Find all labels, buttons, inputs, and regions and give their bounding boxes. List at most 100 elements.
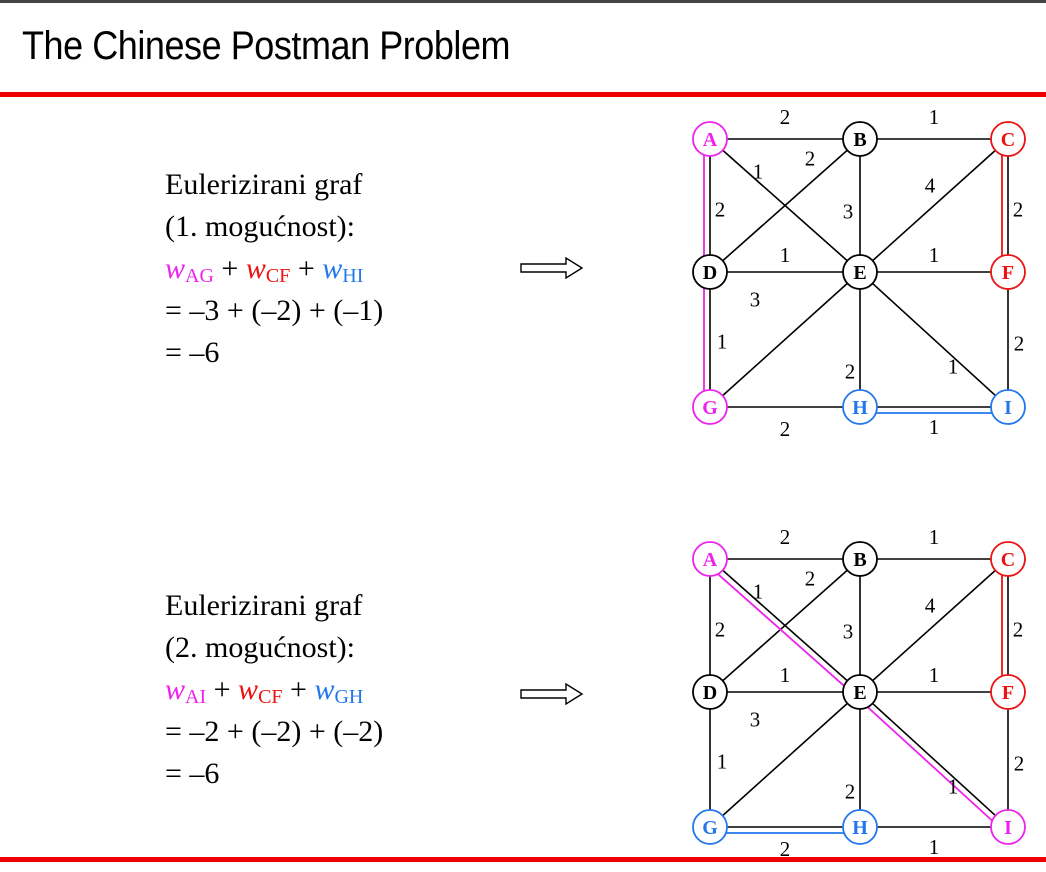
top-border [0,0,1046,3]
weight-sum: wAG + wCF + wHI [165,248,383,290]
edge-weight-label: 1 [717,750,728,774]
edge-weight-label: 1 [948,355,959,379]
edge-weight-label: 1 [753,580,764,604]
edge-weight-label: 1 [929,663,940,687]
weight-term: wHI [322,252,364,287]
sum-result: = –6 [165,336,220,369]
edge-BD [722,149,848,262]
plus-sign: + [221,252,239,285]
duplicate-edge-EI [865,705,995,823]
node-A [692,541,728,577]
edge-weight-label: 1 [929,105,940,129]
node-label: I [1004,397,1012,419]
edge-weight-label: 1 [717,330,728,354]
weight-term: wCF [245,252,291,287]
edge-weight-label: 1 [929,415,940,439]
title-underline [0,92,1046,97]
edge-weight-label: 4 [925,594,936,618]
edge-weight-label: 2 [1013,618,1024,642]
edge-weight-label: 2 [805,147,816,171]
edge-EG [722,702,848,817]
node-label: A [703,129,718,151]
plus-sign: + [297,252,315,285]
edge-weight-label: 2 [715,198,726,222]
node-H [842,389,878,425]
weight-sum: wAI + wCF + wGH [165,669,383,711]
eulerized-option-2-text: Eulerizirani graf (2. mogućnost): wAI + … [165,585,383,795]
node-D [692,674,728,710]
node-label: E [853,262,866,284]
edge-weight-label: 1 [948,775,959,799]
node-I [990,389,1026,425]
plus-sign: + [290,673,307,706]
edge-CE [872,569,996,682]
weight-term: wCF [238,673,283,708]
edge-weight-label: 2 [780,105,791,129]
edge-weight-label: 2 [845,360,856,384]
node-B [842,121,878,157]
page-title: The Chinese Postman Problem [22,24,511,68]
edge-EG [722,282,848,397]
node-label: D [703,682,717,704]
edge-BD [722,569,848,682]
node-label: G [702,817,718,839]
node-label: C [1001,129,1015,151]
edge-weight-label: 2 [805,567,816,591]
node-label: A [703,549,718,571]
edge-weight-label: 3 [843,200,854,224]
option-heading: Eulerizirani graf [165,589,363,622]
edge-EI [872,282,996,397]
node-label: H [852,397,868,419]
node-F [990,674,1026,710]
edge-weight-label: 1 [780,663,791,687]
weight-term: wGH [314,673,364,708]
node-C [990,121,1026,157]
edge-weight-label: 2 [845,780,856,804]
edge-weight-label: 3 [843,620,854,644]
footer-rule [0,857,1046,862]
edge-weight-label: 1 [780,243,791,267]
edge-weight-label: 2 [715,618,726,642]
right-arrow-icon [520,682,584,706]
node-label: E [853,682,866,704]
node-F [990,254,1026,290]
edge-weight-label: 1 [929,525,940,549]
node-D [692,254,728,290]
node-label: B [853,129,866,151]
duplicate-edge-AE [715,572,847,688]
edge-weight-label: 4 [925,174,936,198]
option-number: (1. mogućnost): [165,210,355,243]
node-G [692,389,728,425]
edge-weight-label: 2 [780,837,791,861]
edge-weight-label: 1 [753,160,764,184]
node-label: G [702,397,718,419]
option-heading: Eulerizirani graf [165,168,363,201]
sum-result: = –6 [165,757,220,790]
weight-term: wAG [165,252,214,287]
node-B [842,541,878,577]
eulerized-option-1-text: Eulerizirani graf (1. mogućnost): wAG + … [165,164,383,374]
edge-weight-label: 2 [1014,752,1025,776]
edge-EI [872,702,996,817]
edge-weight-label: 1 [929,835,940,859]
edge-weight-label: 2 [780,417,791,441]
sum-expression: = –2 + (–2) + (–2) [165,715,384,748]
weight-term: wAI [165,673,207,708]
option-number: (2. mogućnost): [165,631,355,664]
node-label: F [1002,262,1014,284]
node-I [990,809,1026,845]
right-arrow-icon [520,256,584,280]
node-H [842,809,878,845]
edge-weight-label: 2 [780,525,791,549]
edge-weight-label: 2 [1013,198,1024,222]
edge-weight-label: 3 [750,708,761,732]
node-C [990,541,1026,577]
node-E [842,254,878,290]
node-G [692,809,728,845]
node-label: F [1002,682,1014,704]
edge-CE [872,149,996,262]
edge-weight-label: 2 [1014,332,1025,356]
node-E [842,674,878,710]
